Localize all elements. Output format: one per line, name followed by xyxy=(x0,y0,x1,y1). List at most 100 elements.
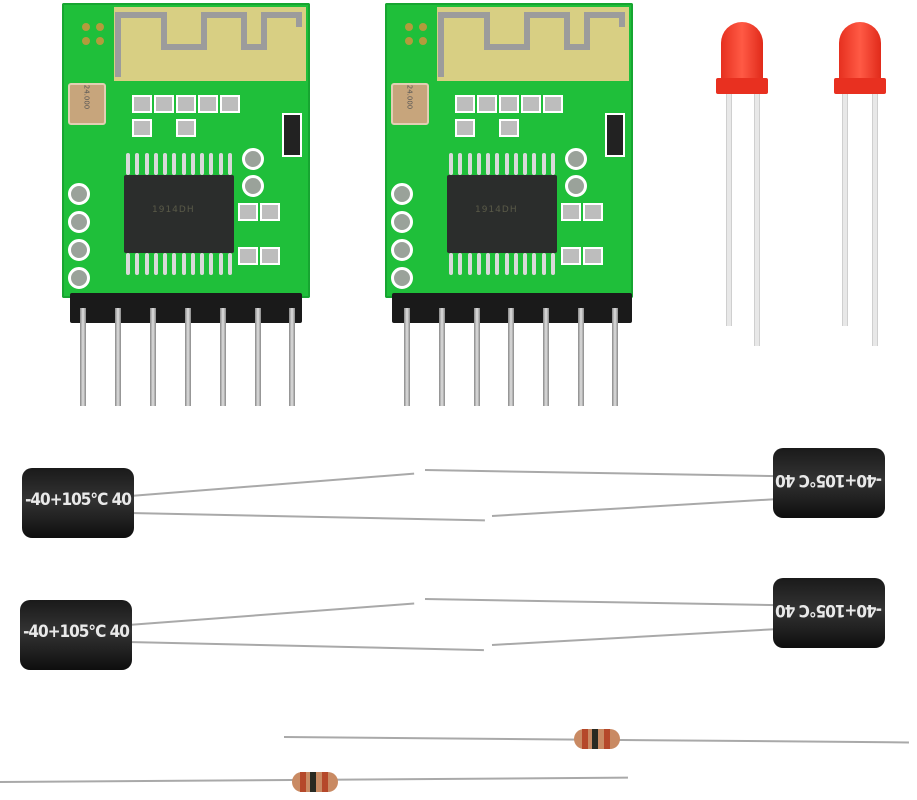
smd-component xyxy=(176,119,196,137)
via xyxy=(405,37,413,45)
header-pin xyxy=(185,308,191,406)
capacitor-lead xyxy=(129,472,415,497)
smd-component xyxy=(220,95,240,113)
led-dome xyxy=(839,22,881,82)
header-pin xyxy=(289,308,295,406)
led-rim xyxy=(834,78,886,94)
led-rim xyxy=(716,78,768,94)
electrolytic-capacitor-3: -40+105°C 40 xyxy=(20,600,132,670)
electrolytic-capacitor-1: -40+105°C 40 xyxy=(22,468,134,538)
smd-component xyxy=(198,95,218,113)
smd-component xyxy=(455,119,475,137)
solder-pad xyxy=(68,183,90,205)
red-led-1 xyxy=(712,0,772,346)
smd-component xyxy=(455,95,475,113)
smd-component xyxy=(238,203,258,221)
via xyxy=(419,37,427,45)
capacitor-lead xyxy=(424,598,777,607)
header-pin xyxy=(439,308,445,406)
header-pin xyxy=(578,308,584,406)
via xyxy=(419,23,427,31)
smd-component xyxy=(154,95,174,113)
header-pin xyxy=(404,308,410,406)
smd-component xyxy=(132,119,152,137)
bluetooth-module-1: 24.000 1914DH xyxy=(62,3,310,298)
led-lead-long xyxy=(754,94,760,346)
via xyxy=(82,37,90,45)
smd-component xyxy=(176,95,196,113)
color-band xyxy=(604,729,610,749)
header-pin xyxy=(474,308,480,406)
solder-pad xyxy=(242,148,264,170)
header-pin xyxy=(543,308,549,406)
smd-component xyxy=(477,95,497,113)
bluetooth-module-2: 24.000 1914DH xyxy=(385,3,633,298)
capacitor-lead xyxy=(491,628,777,646)
capacitor-lead xyxy=(424,469,777,478)
chip-pins-top xyxy=(449,153,555,175)
solder-pad xyxy=(391,183,413,205)
ic-chip: 1914DH xyxy=(447,175,557,253)
smd-component xyxy=(499,119,519,137)
resistor-1 xyxy=(574,729,620,749)
pcb-antenna xyxy=(114,7,306,81)
smd-diode xyxy=(282,113,302,157)
smd-diode xyxy=(605,113,625,157)
solder-pad xyxy=(391,211,413,233)
color-band xyxy=(592,729,598,749)
capacitor-lead xyxy=(127,641,484,652)
capacitor-lead xyxy=(491,498,777,517)
solder-pad xyxy=(68,267,90,289)
led-lead-short xyxy=(842,94,848,326)
solder-pad xyxy=(565,148,587,170)
solder-pad xyxy=(68,211,90,233)
solder-pad xyxy=(391,267,413,289)
chip-pins-bottom xyxy=(126,253,232,275)
solder-pad xyxy=(391,239,413,261)
crystal-oscillator: 24.000 xyxy=(68,83,106,125)
smd-component xyxy=(132,95,152,113)
crystal-oscillator: 24.000 xyxy=(391,83,429,125)
via xyxy=(82,23,90,31)
header-pin xyxy=(255,308,261,406)
led-dome xyxy=(721,22,763,82)
led-lead-long xyxy=(872,94,878,346)
via xyxy=(405,23,413,31)
header-pin xyxy=(150,308,156,406)
smd-component xyxy=(238,247,258,265)
capacitor-lead xyxy=(127,602,415,626)
chip-pins-top xyxy=(126,153,232,175)
electrolytic-capacitor-2: -40+105°C 40 xyxy=(773,448,885,518)
resistor-2 xyxy=(292,772,338,792)
header-pin xyxy=(115,308,121,406)
header-pin xyxy=(508,308,514,406)
color-band xyxy=(322,772,328,792)
pcb-antenna xyxy=(437,7,629,81)
color-band xyxy=(582,729,588,749)
chip-pins-bottom xyxy=(449,253,555,275)
smd-component xyxy=(583,203,603,221)
led-lead-short xyxy=(726,94,732,326)
header-pin xyxy=(612,308,618,406)
header-pin xyxy=(220,308,226,406)
solder-pad xyxy=(68,239,90,261)
smd-component xyxy=(499,95,519,113)
header-pin xyxy=(80,308,86,406)
capacitor-lead xyxy=(129,512,485,522)
solder-pad xyxy=(565,175,587,197)
smd-component xyxy=(583,247,603,265)
via xyxy=(96,37,104,45)
red-led-2 xyxy=(830,0,890,346)
smd-component xyxy=(260,247,280,265)
antenna-trace xyxy=(115,12,302,77)
smd-component xyxy=(561,247,581,265)
solder-pad xyxy=(242,175,264,197)
via xyxy=(96,23,104,31)
smd-component xyxy=(561,203,581,221)
electrolytic-capacitor-4: -40+105°C 40 xyxy=(773,578,885,648)
color-band xyxy=(310,772,316,792)
color-band xyxy=(300,772,306,792)
antenna-trace xyxy=(438,12,625,77)
smd-component xyxy=(521,95,541,113)
smd-component xyxy=(543,95,563,113)
